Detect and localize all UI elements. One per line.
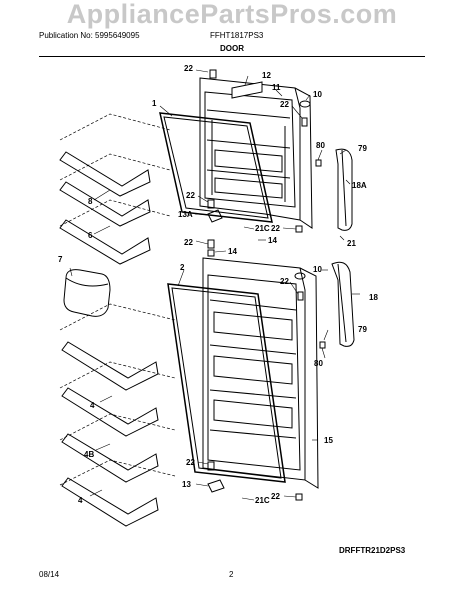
freezer-door-gasket [159,112,273,223]
callout-4: 4 [78,496,83,505]
footer-page-number: 2 [229,570,234,579]
freezer-shelf-2 [59,181,151,227]
callout-15: 15 [324,436,333,445]
callout-22: 22 [186,191,195,200]
door-shelf-a [61,341,159,391]
callout-1: 1 [152,99,157,108]
fresh-food-door-gasket [167,283,286,483]
callout-labels: 22 12 11 10 22 1 80 79 18A 8 6 22 13A 21… [58,64,378,505]
fresh-food-door-panel [202,257,319,489]
callout-12: 12 [262,71,271,80]
door-shelf-c [61,433,159,483]
callout-21: 21 [347,239,356,248]
callout-14: 14 [268,236,277,245]
diagram-code: DRFFTR21D2PS3 [339,546,406,555]
callout-6: 6 [88,231,93,240]
callout-21c: 21C [255,224,270,233]
section-title: DOOR [220,44,244,53]
model-number: FFHT1817PS3 [210,31,264,40]
callout-10: 10 [313,90,322,99]
watermark: AppliancePartsPros.com [66,0,398,29]
callout-7: 7 [58,255,63,264]
callout-10: 10 [313,265,322,274]
callout-18: 18 [369,293,378,302]
callout-22: 22 [280,277,289,286]
callout-80: 80 [316,141,325,150]
header-rule [39,56,425,57]
callout-11: 11 [272,83,281,92]
callout-13a: 13A [178,210,193,219]
callout-22: 22 [271,224,280,233]
small-parts [207,69,326,501]
freezer-shelf-3 [59,219,151,265]
callout-4: 4 [90,401,95,410]
callout-4b: 4B [84,450,94,459]
freezer-handle [335,148,353,231]
freezer-shelf-1 [59,151,151,197]
callout-79: 79 [358,325,367,334]
door-shelf-d [61,477,159,527]
shelf-guidelines [59,113,176,486]
callout-21c: 21C [255,496,270,505]
freezer-door-panel [199,77,313,229]
callout-14: 14 [228,247,237,256]
callout-22: 22 [280,100,289,109]
dairy-container [63,269,111,317]
callout-22: 22 [184,238,193,247]
callout-18a: 18A [352,181,367,190]
callout-22: 22 [184,64,193,73]
callout-8: 8 [88,197,93,206]
footer-date: 08/14 [39,570,60,579]
fresh-food-handle [331,261,355,347]
callout-80: 80 [314,359,323,368]
publication-number: Publication No: 5995649095 [39,31,140,40]
door-shelf-b [61,387,159,437]
callout-13: 13 [182,480,191,489]
leader-lines [69,69,360,501]
callout-2: 2 [180,263,185,272]
callout-22: 22 [186,458,195,467]
callout-22: 22 [271,492,280,501]
callout-79: 79 [358,144,367,153]
